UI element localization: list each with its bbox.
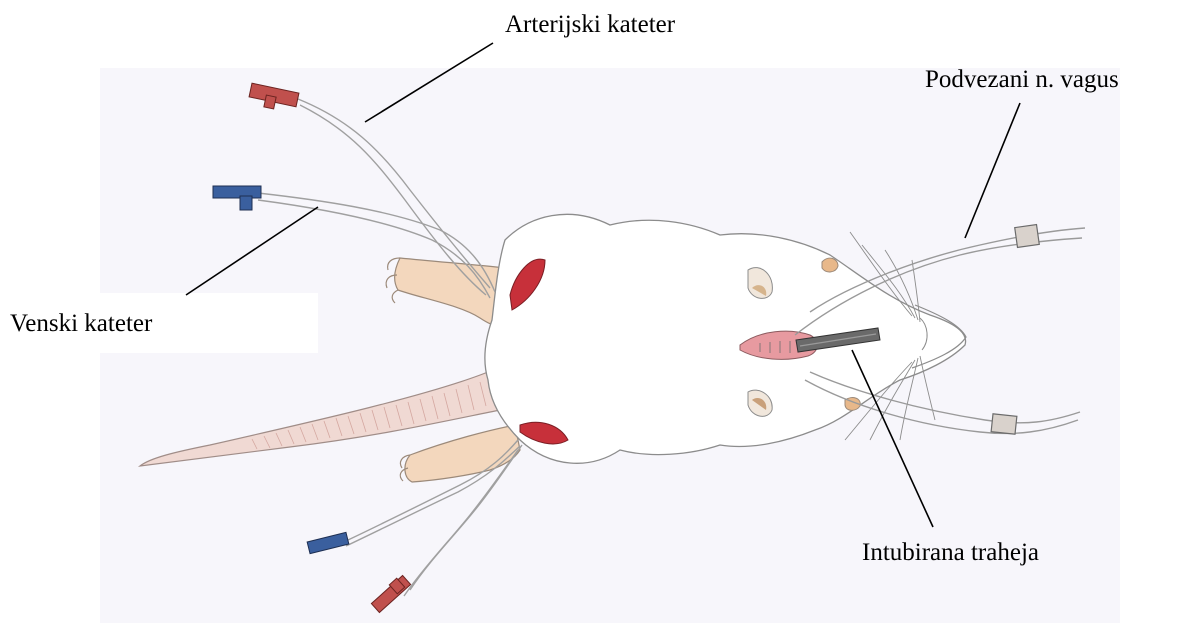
front-paw-upper xyxy=(822,258,838,272)
label-venous-catheter: Venski kateter xyxy=(10,310,153,337)
label-arterial-catheter: Arterijski kateter xyxy=(505,11,676,38)
label-ligated-vagus: Podvezani n. vagus xyxy=(925,66,1119,93)
label-intubated-trachea: Intubirana traheja xyxy=(862,539,1039,566)
vagus-clip-lower xyxy=(991,414,1017,434)
vagus-clip-upper xyxy=(1015,225,1040,248)
